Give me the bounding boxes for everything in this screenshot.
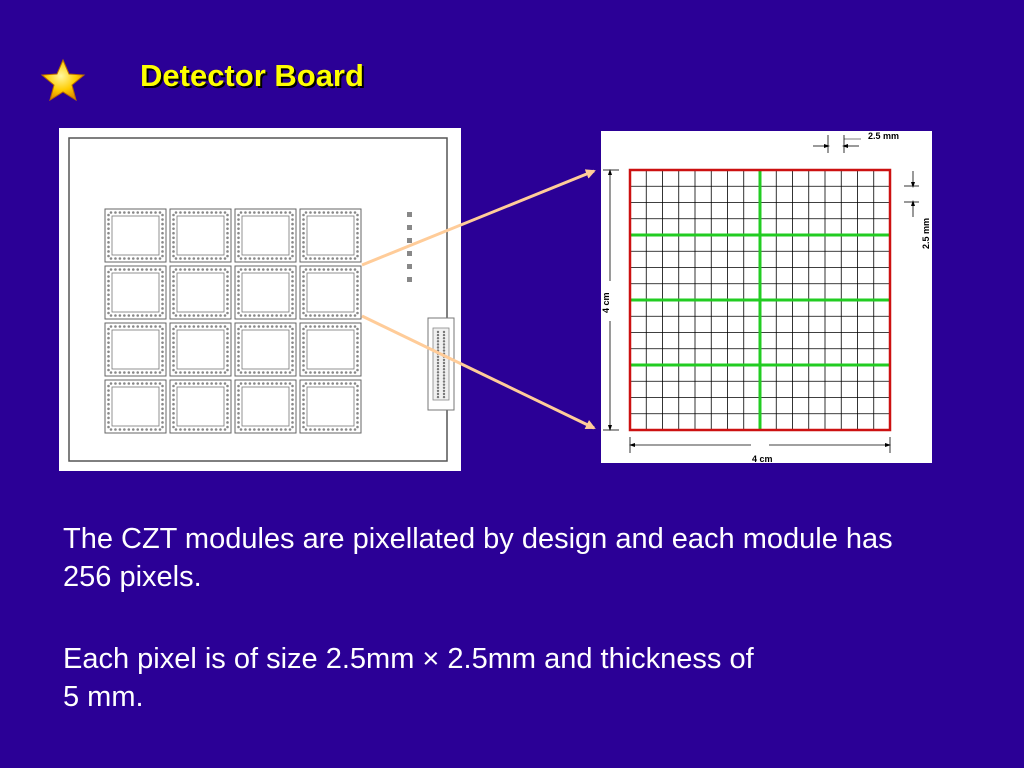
slide-title: Detector Board xyxy=(140,58,364,93)
czt-module xyxy=(169,208,232,263)
czt-module xyxy=(104,379,167,434)
indicator-pad xyxy=(407,225,412,230)
detector-board-drawing xyxy=(59,128,461,471)
czt-module xyxy=(234,265,297,320)
indicator-pad xyxy=(407,251,412,256)
indicator-pad xyxy=(407,277,412,282)
board-connector xyxy=(427,317,455,411)
pixel-width-label: 2.5 mm xyxy=(868,131,899,141)
czt-module xyxy=(234,379,297,434)
czt-module xyxy=(169,379,232,434)
czt-module xyxy=(299,379,362,434)
paragraph-pixellated: The CZT modules are pixellated by design… xyxy=(63,523,893,593)
paragraph-pixel-size: Each pixel is of size 2.5mm × 2.5mm and … xyxy=(63,643,754,713)
pixel-height-dimension: 2.5 mm xyxy=(904,171,931,249)
pixel-height-label: 2.5 mm xyxy=(921,218,931,249)
czt-module xyxy=(299,208,362,263)
sub-grid-lines xyxy=(630,170,890,430)
side-width-dimension: 4 cm xyxy=(629,437,891,463)
side-height-label: 4 cm xyxy=(601,292,611,313)
czt-module xyxy=(169,322,232,377)
czt-module xyxy=(104,322,167,377)
indicator-pad xyxy=(407,212,412,217)
czt-module xyxy=(104,265,167,320)
side-width-label: 4 cm xyxy=(752,454,773,463)
czt-module xyxy=(169,265,232,320)
czt-module-grid xyxy=(104,208,362,434)
pixel-grid-diagram: 2.5 mm 2.5 mm 4 cm 4 cm xyxy=(601,131,932,463)
indicator-pad xyxy=(407,264,412,269)
pixel-width-dimension: 2.5 mm xyxy=(813,131,899,153)
module-outline xyxy=(628,168,892,432)
czt-module xyxy=(299,322,362,377)
czt-module xyxy=(299,265,362,320)
czt-module xyxy=(234,208,297,263)
star-icon xyxy=(40,58,86,102)
czt-module xyxy=(234,322,297,377)
side-height-dimension: 4 cm xyxy=(601,169,619,431)
czt-module xyxy=(104,208,167,263)
indicator-pad xyxy=(407,238,412,243)
